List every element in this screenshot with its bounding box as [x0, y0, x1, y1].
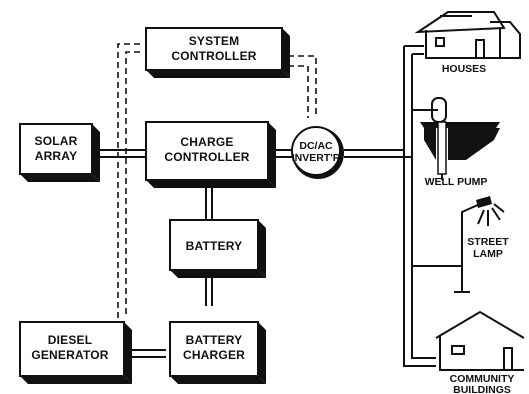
wire-inverter-to-bus [344, 149, 412, 158]
system-controller-label-2: CONTROLLER [171, 49, 256, 63]
battery-charger-label-2: CHARGER [183, 348, 245, 362]
inverter-label-2: INVERT'R [292, 152, 341, 164]
diesel-generator-box: DIESEL GENERATOR [19, 321, 132, 384]
battery-box: BATTERY [169, 219, 266, 278]
solar-array-label-1: SOLAR [35, 134, 78, 148]
distribution-bus [403, 46, 436, 367]
houses-label: HOUSES [442, 63, 486, 75]
community-buildings-label-1: COMMUNITY [450, 373, 515, 385]
street-lamp-label-2: LAMP [473, 248, 503, 260]
charge-controller-label-1: CHARGE [180, 135, 233, 149]
well-pump-icon: WELL PUMP [420, 97, 500, 188]
battery-charger-label-1: BATTERY [186, 333, 243, 347]
houses-icon: HOUSES [414, 11, 521, 75]
system-controller-label-1: SYSTEM [189, 34, 240, 48]
battery-charger-box: BATTERY CHARGER [169, 321, 266, 384]
power-lines [98, 45, 462, 367]
control-line-generator-b [125, 51, 140, 314]
system-controller-box: SYSTEM CONTROLLER [145, 27, 290, 78]
battery-label: BATTERY [186, 239, 243, 253]
bus-tap-houses [404, 45, 424, 55]
control-line-generator-a [117, 43, 140, 323]
diesel-generator-label-1: DIESEL [48, 333, 93, 347]
solar-array-box: SOLAR ARRAY [19, 123, 100, 182]
wire-generator-to-charger [132, 349, 166, 358]
well-pump-label: WELL PUMP [425, 176, 488, 188]
inverter-circle: DC/AC INVERT'R [291, 126, 344, 179]
community-buildings-label-2: BUILDINGS [453, 384, 511, 394]
wire-charge-to-battery [205, 188, 213, 220]
street-lamp-icon: STREET LAMP [454, 196, 509, 293]
control-line-inverter-b [288, 65, 309, 118]
charge-controller-box: CHARGE CONTROLLER [145, 121, 276, 188]
wire-solar-to-charge [98, 149, 146, 158]
diesel-generator-label-2: GENERATOR [31, 348, 108, 362]
community-buildings-icon: COMMUNITY BUILDINGS [435, 310, 525, 394]
inverter-label-1: DC/AC [299, 140, 333, 152]
solar-array-label-2: ARRAY [35, 149, 78, 163]
charge-controller-label-2: CONTROLLER [164, 150, 249, 164]
street-lamp-label-1: STREET [467, 236, 509, 248]
